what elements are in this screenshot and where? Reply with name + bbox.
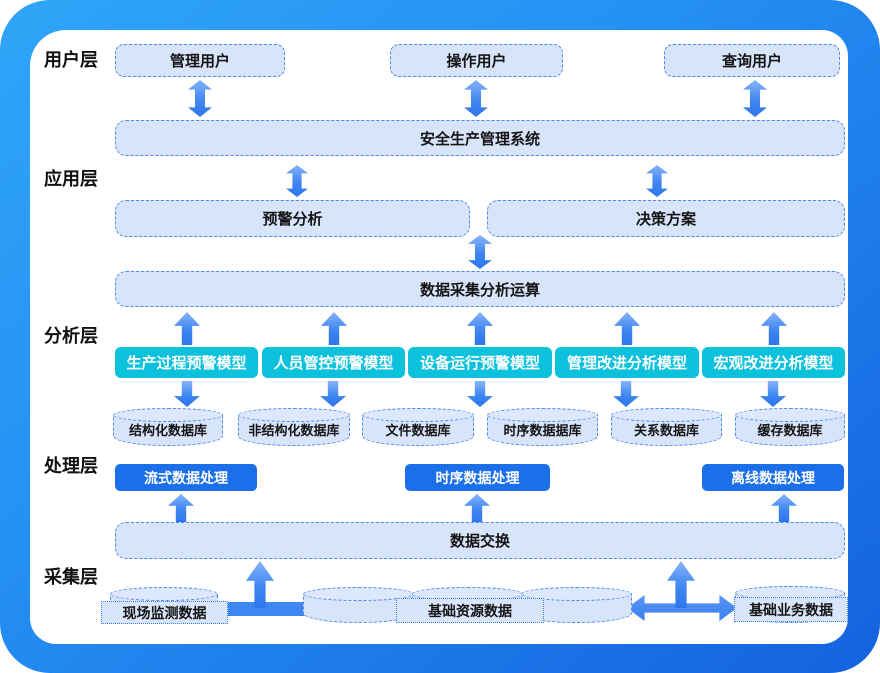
v-double-arrow-icon <box>286 165 308 197</box>
relational-db-cylinder: 关系数据库 <box>611 408 722 446</box>
source-label-box: 基础业务数据 <box>734 597 848 622</box>
basic-resource-data-cylinder <box>303 587 414 623</box>
timeseries-db-cylinder: 时序数据据库 <box>487 408 598 446</box>
cylinder-top <box>110 587 218 601</box>
macro-analysis-model-box: 宏观改进分析模型 <box>702 347 845 378</box>
cylinder-top <box>113 408 223 422</box>
data-exchange-box: 数据交换 <box>115 522 845 559</box>
layer-label-collection: 采集层 <box>44 567 98 588</box>
cylinder-label: 关系数据库 <box>633 424 699 439</box>
cylinder-top <box>362 408 474 422</box>
offline-processing-box: 离线数据处理 <box>702 464 844 491</box>
cylinder-top <box>238 408 350 422</box>
personnel-warning-model-box: 人员管控预警模型 <box>262 347 405 378</box>
cylinder-label: 时序数据据库 <box>503 424 582 439</box>
cylinder-label: 非结构化数据库 <box>248 424 340 439</box>
layer-label-users: 用户层 <box>44 50 98 71</box>
decision-plan-box: 决策方案 <box>487 200 845 237</box>
operation-users-box: 操作用户 <box>390 44 563 77</box>
file-db-cylinder: 文件数据库 <box>362 408 474 446</box>
cylinder-top <box>521 587 632 601</box>
cylinder-label: 文件数据库 <box>385 424 451 439</box>
admin-users-box: 管理用户 <box>115 44 285 77</box>
timeseries-processing-box: 时序数据处理 <box>405 464 550 491</box>
query-users-box: 查询用户 <box>664 44 840 77</box>
management-analysis-model-box: 管理改进分析模型 <box>555 347 699 378</box>
cylinder-top <box>611 408 722 422</box>
source-label-box: 基础资源数据 <box>396 598 544 623</box>
cylinder-label: 结构化数据库 <box>128 424 207 439</box>
data-compute-box: 数据采集分析运算 <box>115 271 845 307</box>
layer-label-processing: 处理层 <box>44 456 98 477</box>
equipment-warning-model-box: 设备运行预警模型 <box>408 347 552 378</box>
source-label-box: 现场监测数据 <box>101 601 228 624</box>
cylinder-label: 缓存数据库 <box>757 424 823 439</box>
cache-db-cylinder: 缓存数据库 <box>735 408 845 446</box>
cylinder-top <box>735 408 845 422</box>
safety-production-system-box: 安全生产管理系统 <box>115 120 845 156</box>
layer-label-analysis: 分析层 <box>44 326 98 347</box>
warning-analysis-box: 预警分析 <box>115 200 470 237</box>
structured-db-cylinder: 结构化数据库 <box>113 408 223 446</box>
v-double-arrow-icon <box>646 165 668 197</box>
production-warning-model-box: 生产过程预警模型 <box>115 347 258 378</box>
stream-processing-box: 流式数据处理 <box>115 464 257 491</box>
layer-label-application: 应用层 <box>44 169 98 190</box>
unstructured-db-cylinder: 非结构化数据库 <box>238 408 350 446</box>
cylinder-top <box>487 408 598 422</box>
connector-bar <box>226 602 312 616</box>
